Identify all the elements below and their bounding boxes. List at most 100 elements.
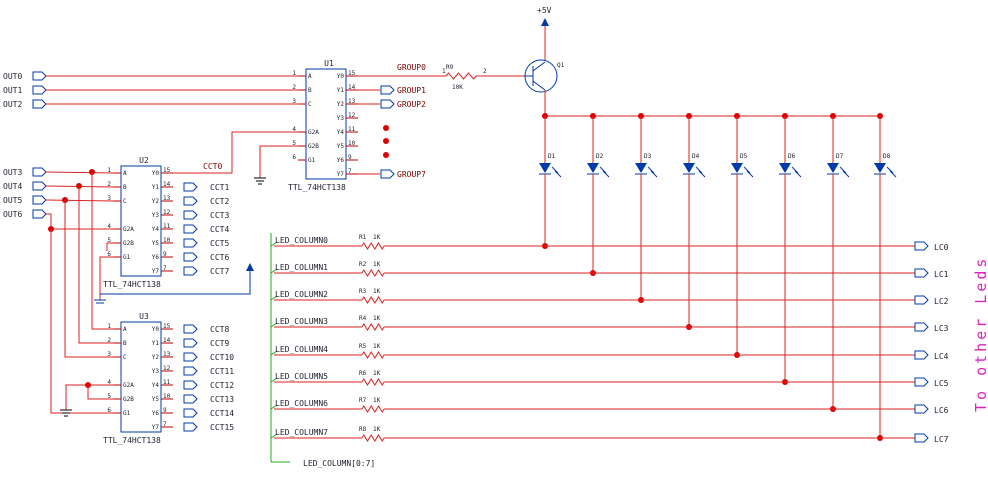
resistor-r7 xyxy=(361,405,385,413)
cct-port xyxy=(183,380,198,390)
decoder-u3-pin-number: 5 xyxy=(107,393,111,400)
bus-label: LED_COLUMN[0:7] xyxy=(303,459,375,468)
decoder-u1-pin-number: 2 xyxy=(292,84,296,91)
decoder-u1-pin-number: 5 xyxy=(292,140,296,147)
led-emission-icon xyxy=(554,170,562,178)
decoder-u1-pin-number: 12 xyxy=(348,112,356,119)
lc-port xyxy=(914,268,929,278)
decoder-u3-pin-name: Y1 xyxy=(152,340,160,347)
net-label-led_column6: LED_COLUMN6 xyxy=(275,399,328,408)
group-port xyxy=(380,85,395,95)
net-label-cct7: CCT7 xyxy=(210,267,229,276)
resistor-value: 1K xyxy=(373,343,381,350)
input-port-out5 xyxy=(32,195,47,205)
decoder-u2-pin-number: 4 xyxy=(107,223,111,230)
led-emission-icon xyxy=(650,170,658,178)
net-label-cct5: CCT5 xyxy=(210,239,229,248)
decoder-u2-pin-name: Y2 xyxy=(152,198,160,205)
resistor-ref: R6 xyxy=(359,370,367,377)
bus-entry xyxy=(270,377,278,383)
bus-entry xyxy=(270,322,278,328)
wire-out6-u3 xyxy=(50,229,113,414)
cct-port xyxy=(183,366,198,376)
decoder-u2-pin-name: Y0 xyxy=(152,170,160,177)
wire-u3-g2b xyxy=(87,385,113,400)
decoder-u2-pin-number: 1 xyxy=(107,167,111,174)
led-emission-icon xyxy=(647,166,655,174)
side-note: To other Leds xyxy=(972,256,988,412)
led-d7-ref: D7 xyxy=(836,153,844,160)
decoder-u3-ref: U3 xyxy=(139,312,149,321)
led-emission-icon xyxy=(889,170,897,178)
wire-u3-select xyxy=(64,200,113,358)
decoder-u3-pin-name: C xyxy=(123,354,127,361)
net-label-cct14: CCT14 xyxy=(210,409,234,418)
resistor-ref: R4 xyxy=(359,315,367,322)
led-emission-icon xyxy=(695,166,703,174)
led-d5-ref: D5 xyxy=(740,153,748,160)
decoder-u2-body xyxy=(120,165,162,277)
cct-port xyxy=(183,266,198,276)
decoder-u3-pin-name: G1 xyxy=(123,410,131,417)
led-d1-ref: D1 xyxy=(548,153,556,160)
decoder-u1-pin-name: Y5 xyxy=(337,143,345,150)
cct-port xyxy=(183,338,198,348)
led-d2-icon xyxy=(587,163,599,173)
decoder-u3-pin-number: 7 xyxy=(163,421,167,428)
decoder-u2-pin-name: Y5 xyxy=(152,240,160,247)
decoder-u1-body xyxy=(305,68,347,180)
led-d3-icon xyxy=(635,163,647,173)
net-label-lc5: LC5 xyxy=(934,379,949,388)
resistor-r2 xyxy=(361,269,385,277)
net-label-led_column7: LED_COLUMN7 xyxy=(275,428,328,437)
transistor-q1-emitter xyxy=(532,61,546,72)
decoder-u1-pin-name: Y0 xyxy=(337,73,345,80)
decoder-u2-pin-number: 7 xyxy=(163,265,167,272)
cct-port xyxy=(183,238,198,248)
net-label-lc2: LC2 xyxy=(934,297,949,306)
decoder-u1-pin-number: 14 xyxy=(348,84,356,91)
wire-u3-g2a xyxy=(65,384,113,410)
resistor-ref: R7 xyxy=(359,397,367,404)
decoder-u1-part-number: TTL_74HCT138 xyxy=(288,183,346,192)
decoder-u2-pin-number: 15 xyxy=(163,167,171,174)
led-emission-icon xyxy=(794,170,802,178)
decoder-u2-pin-number: 6 xyxy=(107,251,111,258)
bus-entry xyxy=(270,268,278,274)
wire-u1-g2b-gnd xyxy=(259,145,298,178)
led-d6-icon xyxy=(779,163,791,173)
cct-port xyxy=(183,422,198,432)
decoder-u2-part-number: TTL_74HCT138 xyxy=(103,280,161,289)
net-label-cct6: CCT6 xyxy=(210,253,229,262)
input-label-out3: OUT3 xyxy=(3,168,22,177)
wire-u3-select xyxy=(78,186,113,344)
decoder-u1-pin-number: 9 xyxy=(348,154,352,161)
decoder-u1-pin-number: 7 xyxy=(348,168,352,175)
decoder-u1-pin-number: 13 xyxy=(348,98,356,105)
decoder-u1-pin-name: Y1 xyxy=(337,87,345,94)
net-label-cct10: CCT10 xyxy=(210,353,234,362)
led-emission-icon xyxy=(746,170,754,178)
net-label-cct8: CCT8 xyxy=(210,325,229,334)
decoder-u3-pin-name: Y3 xyxy=(152,368,160,375)
input-port-out6 xyxy=(32,209,47,219)
lc-port xyxy=(914,377,929,387)
cct-port xyxy=(183,224,198,234)
led-d4-ref: D4 xyxy=(692,153,700,160)
cct-port xyxy=(183,210,198,220)
led-d2-ref: D2 xyxy=(596,153,604,160)
decoder-u1-pin-name: G1 xyxy=(308,157,316,164)
decoder-u2-pin-number: 2 xyxy=(107,181,111,188)
resistor-value: 1K xyxy=(373,426,381,433)
decoder-u2-pin-number: 12 xyxy=(163,209,171,216)
group-port xyxy=(380,169,395,179)
decoder-u1-pin-number: 15 xyxy=(348,70,356,77)
decoder-u3-pin-name: G2A xyxy=(123,382,134,389)
decoder-u1-pin-name: B xyxy=(308,87,312,94)
decoder-u2-pin-name: Y4 xyxy=(152,226,160,233)
decoder-u3-pin-number: 13 xyxy=(163,351,171,358)
cct-port xyxy=(183,182,198,192)
led-emission-icon xyxy=(551,166,559,174)
decoder-u2-pin-number: 9 xyxy=(163,251,167,258)
resistor-r6 xyxy=(361,378,385,386)
